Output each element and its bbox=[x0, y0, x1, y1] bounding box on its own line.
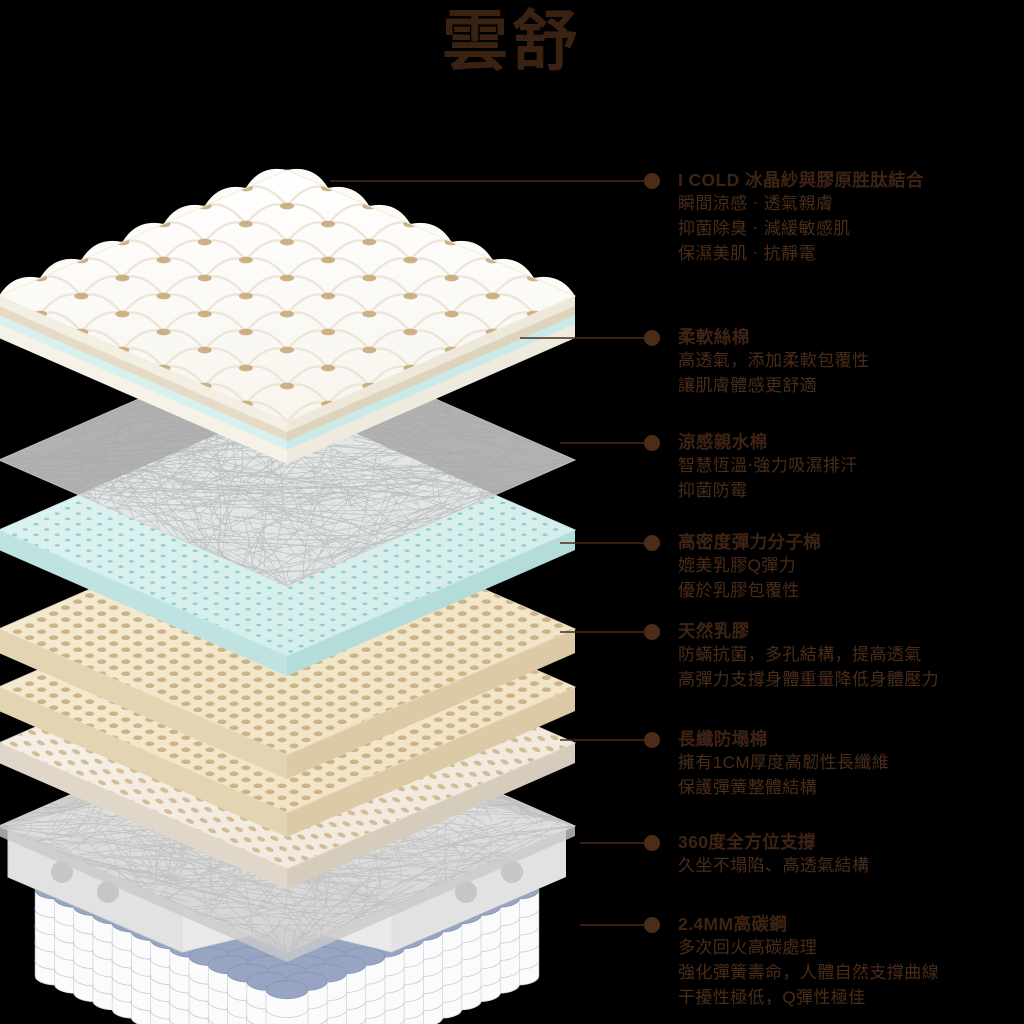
callout-head: 長纖防塌棉 bbox=[678, 729, 768, 749]
callout-line: 多次回火高碳處理 bbox=[678, 938, 818, 957]
callout-line: 媲美乳膠Q彈力 bbox=[678, 556, 797, 575]
callout-line: 讓肌膚體感更舒適 bbox=[678, 376, 818, 395]
callout-line: 干擾性極低，Q彈性極佳 bbox=[678, 988, 866, 1007]
callout-head: 360度全方位支撐 bbox=[678, 832, 816, 852]
callout-head: 天然乳膠 bbox=[678, 621, 750, 641]
callout-long-fiber-pad: 長纖防塌棉 擁有1CM厚度高韌性長纖維 保護彈簧整體結構 bbox=[678, 729, 889, 800]
callout-head: 涼感親水棉 bbox=[678, 432, 768, 452]
callout-line: 擁有1CM厚度高韌性長纖維 bbox=[678, 753, 890, 772]
callout-line: 防蟎抗菌，多孔結構，提高透氣 bbox=[678, 645, 922, 664]
callout-line: 抑菌除臭 ‧ 減緩敏感肌 bbox=[678, 219, 851, 238]
callout-natural-latex: 天然乳膠 防蟎抗菌，多孔結構，提高透氣 高彈力支撐身體重量降低身體壓力 bbox=[678, 621, 939, 692]
layer-icold-quilted-cover bbox=[0, 168, 577, 464]
callout-line: 強化彈簧壽命，人體自然支撐曲線 bbox=[678, 963, 939, 982]
callout-line: 抑菌防霉 bbox=[678, 481, 748, 500]
callout-head: 2.4MM高碳鋼 bbox=[678, 914, 788, 934]
callout-line: 瞬間涼感 ‧ 透氣親膚 bbox=[678, 194, 834, 213]
callout-soft-silk-cotton: 柔軟絲棉 高透氣，添加柔軟包覆性 讓肌膚體感更舒適 bbox=[678, 327, 869, 398]
callout-carbon-steel-spring: 2.4MM高碳鋼 多次回火高碳處理 強化彈簧壽命，人體自然支撐曲線 干擾性極低，… bbox=[678, 914, 939, 1010]
callout-cool-hydrophilic-cotton: 涼感親水棉 智慧恆溫‧強力吸濕排汗 抑菌防霉 bbox=[678, 432, 858, 503]
callout-icold: I COLD 冰晶紗與膠原胜肽結合 瞬間涼感 ‧ 透氣親膚 抑菌除臭 ‧ 減緩敏… bbox=[678, 170, 924, 266]
callout-head: 柔軟絲棉 bbox=[678, 327, 750, 347]
callout-line: 高彈力支撐身體重量降低身體壓力 bbox=[678, 670, 939, 689]
callout-line: 優於乳膠包覆性 bbox=[678, 581, 800, 600]
callout-leader-lines bbox=[330, 173, 660, 933]
callout-line: 久坐不塌陷、高透氣結構 bbox=[678, 856, 870, 875]
callout-360-support: 360度全方位支撐 久坐不塌陷、高透氣結構 bbox=[678, 832, 869, 878]
callout-line: 保護彈簧整體結構 bbox=[678, 778, 818, 797]
callout-line: 保濕美肌 ‧ 抗靜電 bbox=[678, 244, 816, 263]
callout-line: 高透氣，添加柔軟包覆性 bbox=[678, 351, 870, 370]
callout-head: 高密度彈力分子棉 bbox=[678, 532, 822, 552]
page-title: 雲舒 bbox=[442, 4, 582, 78]
callout-line: 智慧恆溫‧強力吸濕排汗 bbox=[678, 456, 858, 475]
callout-hd-molecule-foam: 高密度彈力分子棉 媲美乳膠Q彈力 優於乳膠包覆性 bbox=[678, 532, 821, 603]
callout-head: I COLD 冰晶紗與膠原胜肽結合 bbox=[678, 170, 924, 190]
